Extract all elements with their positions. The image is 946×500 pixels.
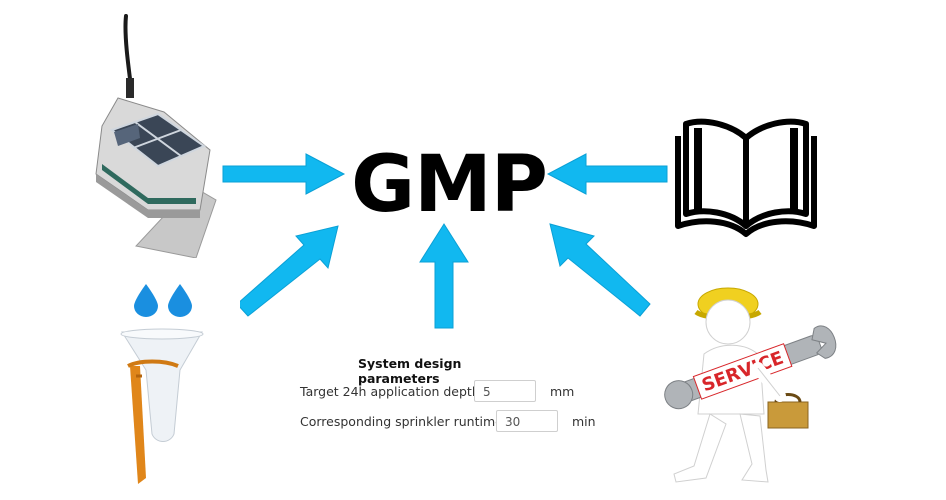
arrow-from-sensor <box>222 153 346 195</box>
gmp-label: GMP <box>351 140 548 230</box>
service-worker-icon: SERVICE <box>664 287 837 483</box>
arrow-from-service <box>549 223 651 317</box>
rain-gauge-icon <box>120 328 204 484</box>
target-depth-label: Target 24h application depth <box>300 384 480 399</box>
open-book-icon <box>675 118 817 237</box>
arrow-from-book <box>546 153 668 195</box>
sensor-device-icon <box>95 14 217 258</box>
target-depth-unit: mm <box>550 384 575 399</box>
target-depth-input[interactable]: 5 <box>474 380 536 402</box>
sprinkler-runtime-label: Corresponding sprinkler runtime <box>300 414 503 429</box>
system-design-parameters-panel: System design parameters Target 24h appl… <box>296 352 616 442</box>
arrow-from-parameters <box>419 223 469 329</box>
sprinkler-runtime-unit: min <box>572 414 596 429</box>
sprinkler-runtime-input[interactable]: 30 <box>496 410 558 432</box>
water-drop-icon <box>168 284 192 317</box>
water-drop-icon <box>134 284 158 317</box>
parameters-title: System design parameters <box>358 356 462 386</box>
arrow-from-rain-gauge <box>240 225 339 317</box>
